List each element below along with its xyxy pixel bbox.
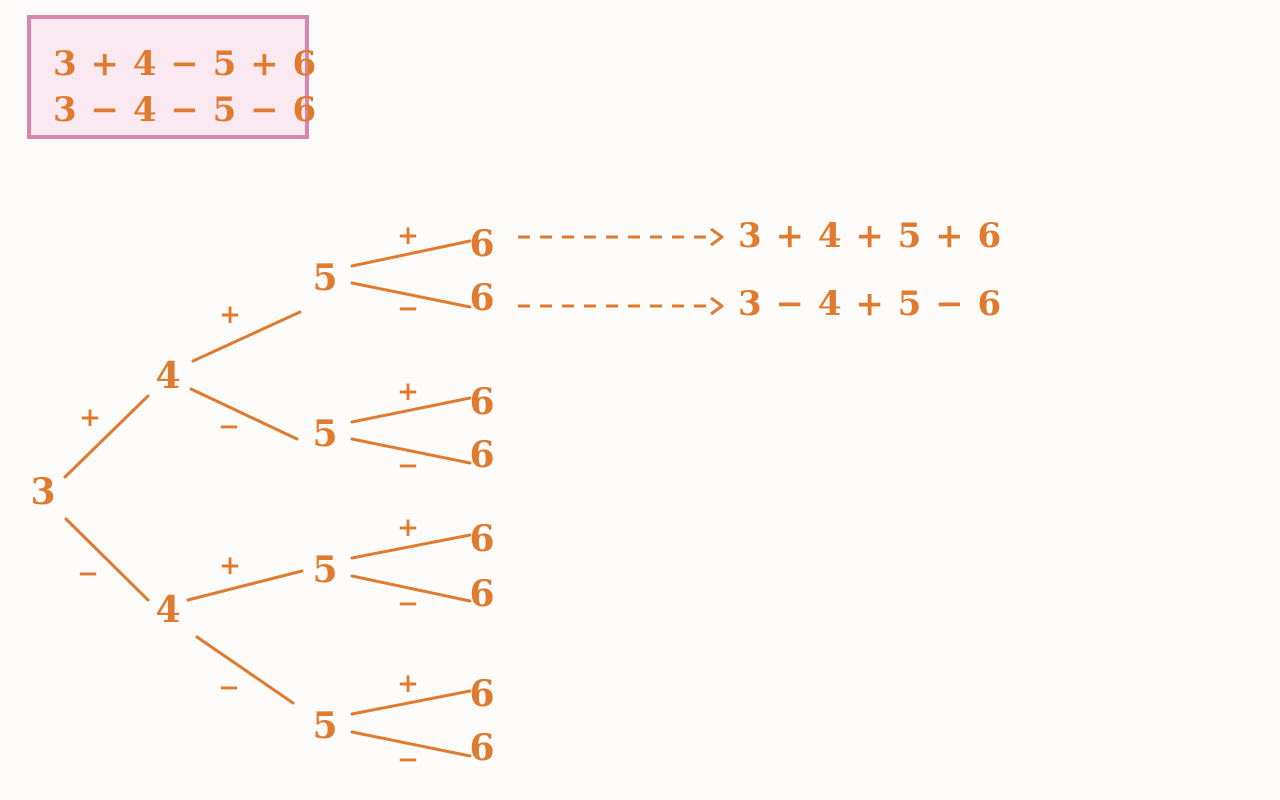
sign-label-minus: − <box>77 559 99 589</box>
arrowhead-2-icon <box>710 296 724 316</box>
example-expression-1: 3 + 4 − 5 + 6 <box>53 44 318 84</box>
sign-label-minus: − <box>218 412 240 442</box>
tree-node-level2: 5 <box>312 549 338 591</box>
branch-5d-minus-6 <box>350 574 472 603</box>
sign-label-plus: + <box>397 513 419 543</box>
tree-node-leaf: 6 <box>469 434 495 476</box>
sign-label-minus: − <box>397 294 419 324</box>
tree-node-level2: 5 <box>312 413 338 455</box>
tree-node-leaf: 6 <box>469 223 495 265</box>
branch-5a-minus-6 <box>350 281 472 309</box>
sign-label-minus: − <box>397 745 419 775</box>
tree-node-leaf: 6 <box>469 673 495 715</box>
branch-5a-plus-6 <box>350 239 472 268</box>
tree-node-leaf: 6 <box>469 277 495 319</box>
result-expression-1: 3 + 4 + 5 + 6 <box>738 216 1003 256</box>
branch-5b-plus-6 <box>350 396 472 424</box>
arrowhead-1-icon <box>710 227 724 247</box>
branch-4b-plus-5 <box>186 569 304 602</box>
branch-3-minus-4 <box>64 517 150 602</box>
branch-5c-plus-6 <box>350 533 472 560</box>
sign-label-plus: + <box>79 403 101 433</box>
tree-node-leaf: 6 <box>469 381 495 423</box>
example-expression-2: 3 − 4 − 5 − 6 <box>53 90 318 130</box>
sign-label-plus: + <box>397 221 419 251</box>
sign-label-minus: − <box>397 589 419 619</box>
sign-label-plus: + <box>397 377 419 407</box>
branch-5b-minus-6 <box>350 437 472 465</box>
tree-node-leaf: 6 <box>469 518 495 560</box>
sign-label-minus: − <box>397 451 419 481</box>
example-expressions-box: 3 + 4 − 5 + 6 3 − 4 − 5 − 6 <box>27 15 318 139</box>
branch-3-plus-4 <box>63 394 150 479</box>
tree-node-leaf: 6 <box>469 727 495 769</box>
tree-node-level2: 5 <box>312 257 338 299</box>
result-expression-2: 3 − 4 + 5 − 6 <box>738 284 1003 324</box>
branch-4a-plus-5 <box>191 310 302 363</box>
tree-node-root: 3 <box>30 471 56 513</box>
tree-node-level1: 4 <box>155 355 181 397</box>
sign-label-plus: + <box>397 669 419 699</box>
branch-5d-plus-6 <box>350 689 472 716</box>
branch-4b-minus-5 <box>195 635 295 705</box>
branch-5d-minus-6 <box>350 730 472 758</box>
tree-node-level2: 5 <box>312 705 338 747</box>
sign-label-plus: + <box>219 300 241 330</box>
sign-label-minus: − <box>218 673 240 703</box>
branch-4a-minus-5 <box>189 387 299 441</box>
tree-node-leaf: 6 <box>469 573 495 615</box>
sign-label-plus: + <box>219 551 241 581</box>
tree-node-level1: 4 <box>155 589 181 631</box>
